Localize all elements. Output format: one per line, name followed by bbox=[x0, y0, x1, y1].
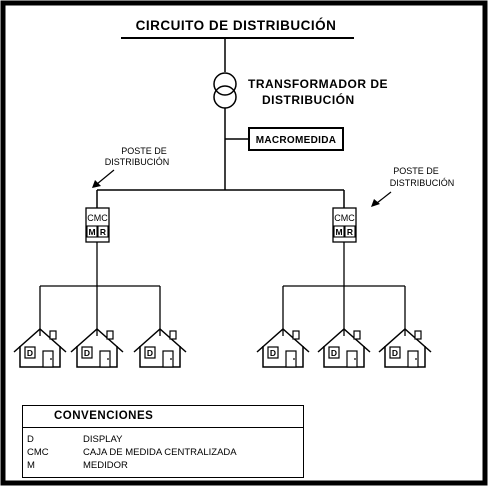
house-door bbox=[285, 350, 297, 368]
pole-right-label-line2: DISTRIBUCIÓN bbox=[390, 178, 455, 188]
house-door bbox=[42, 350, 54, 368]
house-display-letter: D bbox=[147, 348, 153, 358]
cmc-right-label: CMC bbox=[334, 213, 355, 223]
cmc-right-m: M bbox=[335, 227, 342, 237]
legend-row-cmc: CMC CAJA DE MEDIDA CENTRALIZADA bbox=[23, 446, 303, 459]
transformer-label-line1: TRANSFORMADOR DE bbox=[248, 77, 388, 91]
legend-code: M bbox=[27, 460, 35, 471]
house-display-box bbox=[328, 346, 340, 359]
cmc-right-r-box bbox=[344, 225, 356, 238]
left-service-lines bbox=[39, 242, 161, 336]
house-door bbox=[162, 350, 174, 368]
right-service-lines bbox=[282, 242, 406, 336]
cmc-right-meter-box bbox=[333, 225, 345, 238]
legend-code: CMC bbox=[27, 447, 49, 458]
cmc-left-r-box bbox=[97, 225, 109, 238]
legend-title: CONVENCIONES bbox=[23, 406, 303, 428]
cmc-left-r: R bbox=[100, 227, 106, 237]
house-door bbox=[407, 350, 419, 368]
legend-description: CAJA DE MEDIDA CENTRALIZADA bbox=[83, 447, 237, 458]
legend-row-display: D DISPLAY bbox=[23, 433, 303, 446]
house-display-letter: D bbox=[27, 348, 33, 358]
house-display-box bbox=[267, 346, 279, 359]
pole-left-label-line1: POSTE DE bbox=[121, 146, 167, 156]
pole-left-label-line2: DISTRIBUCIÓN bbox=[105, 157, 170, 167]
cmc-left-box bbox=[85, 207, 110, 243]
macrometer-label: MACROMEDIDA bbox=[256, 135, 337, 146]
house-icon: D bbox=[256, 327, 310, 368]
cmc-left-label: CMC bbox=[87, 213, 108, 223]
cmc-right-r: R bbox=[347, 227, 353, 237]
house-display-box bbox=[81, 346, 93, 359]
house-door bbox=[99, 350, 111, 368]
house-icon: D bbox=[70, 327, 124, 368]
house-display-box bbox=[24, 346, 36, 359]
house-icon: D bbox=[133, 327, 187, 368]
circuit-title: CIRCUITO DE DISTRIBUCIÓN bbox=[136, 18, 337, 33]
house-display-box bbox=[389, 346, 401, 359]
house-display-letter: D bbox=[270, 348, 276, 358]
legend-code: D bbox=[27, 434, 34, 445]
pole-right-arrow-icon bbox=[371, 191, 392, 207]
macrometer-box bbox=[248, 127, 344, 151]
house-icon: D bbox=[317, 327, 371, 368]
transformer-label-line2: DISTRIBUCIÓN bbox=[262, 92, 355, 107]
cmc-right-box bbox=[332, 207, 357, 243]
pole-right-label-line1: POSTE DE bbox=[393, 166, 439, 176]
house-display-letter: D bbox=[392, 348, 398, 358]
house-icon: D bbox=[378, 327, 432, 368]
house-display-box bbox=[144, 346, 156, 359]
legend-box: CONVENCIONES D DISPLAY CMC CAJA DE MEDID… bbox=[22, 405, 304, 478]
cmc-left-meter-box bbox=[86, 225, 98, 238]
legend-row-meter: M MEDIDOR bbox=[23, 459, 303, 472]
pole-left-arrow-icon bbox=[92, 169, 115, 188]
house-display-letter: D bbox=[331, 348, 337, 358]
legend-description: MEDIDOR bbox=[83, 460, 128, 471]
legend-description: DISPLAY bbox=[83, 434, 123, 445]
house-door bbox=[346, 350, 358, 368]
cmc-left-m: M bbox=[88, 227, 95, 237]
transformer-icon bbox=[213, 72, 237, 109]
house-icon: D bbox=[13, 327, 67, 368]
house-display-letter: D bbox=[84, 348, 90, 358]
